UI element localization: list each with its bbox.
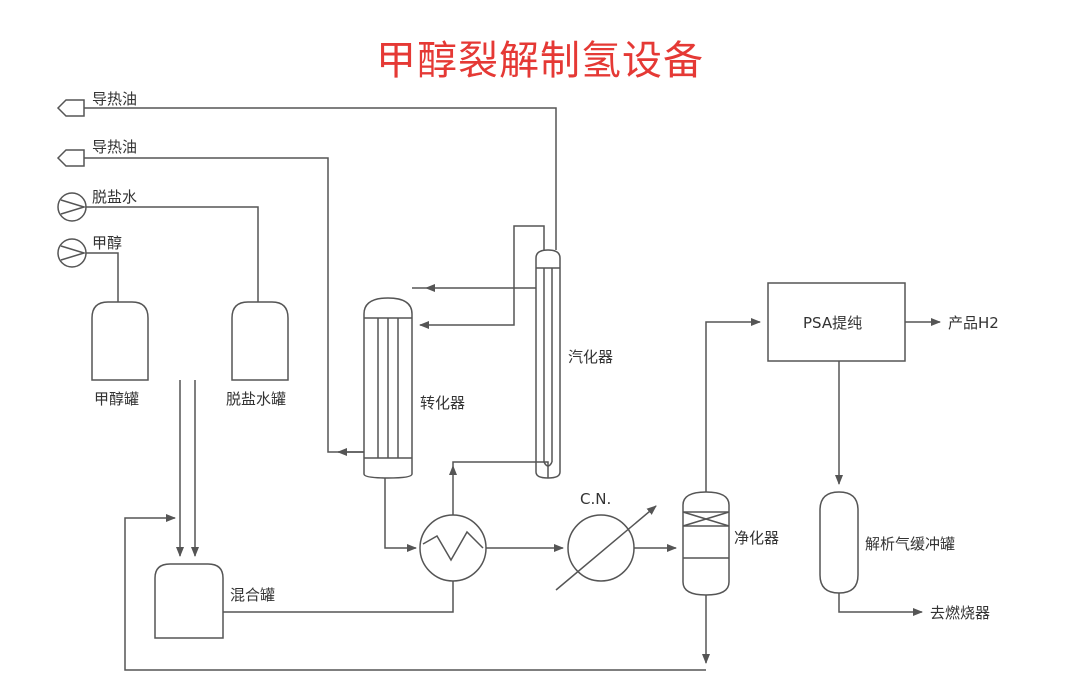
converter-vessel [363,297,413,479]
psa-unit [767,282,906,362]
buffer-tank [819,491,859,594]
desalted-water-tank-label: 脱盐水罐 [226,390,286,408]
desalted-water-pump-icon [57,192,87,222]
vaporizer-vessel [535,249,561,479]
heat-oil-label-1: 导热油 [92,90,137,108]
methanol-tank [91,301,149,381]
process-piping [84,107,941,671]
to-burner-label: 去燃烧器 [930,604,990,622]
mixing-tank-label: 混合罐 [230,586,275,604]
heat-oil-outlet-1-symbol [56,99,85,117]
buffer-tank-label: 解析气缓冲罐 [865,535,955,553]
desalted-water-label: 脱盐水 [92,188,137,206]
psa-label: PSA提纯 [803,314,862,332]
methanol-tank-label: 甲醇罐 [94,390,139,408]
heat-oil-outlet-2-symbol [56,149,85,167]
mixing-tank [154,563,224,639]
cn-label: C.N. [580,490,611,508]
heat-exchanger [419,514,487,582]
product-h2-label: 产品H2 [948,314,999,332]
converter-label: 转化器 [420,394,465,412]
heat-oil-label-2: 导热油 [92,138,137,156]
diagram-title: 甲醇裂解制氢设备 [376,38,704,84]
methanol-label: 甲醇 [92,234,122,252]
purifier-label: 净化器 [734,529,779,547]
methanol-pump-icon [57,238,87,268]
condenser-cn [555,505,657,591]
vaporizer-label: 汽化器 [568,348,613,366]
desalted-water-tank [231,301,289,381]
purifier-vessel [682,491,730,596]
